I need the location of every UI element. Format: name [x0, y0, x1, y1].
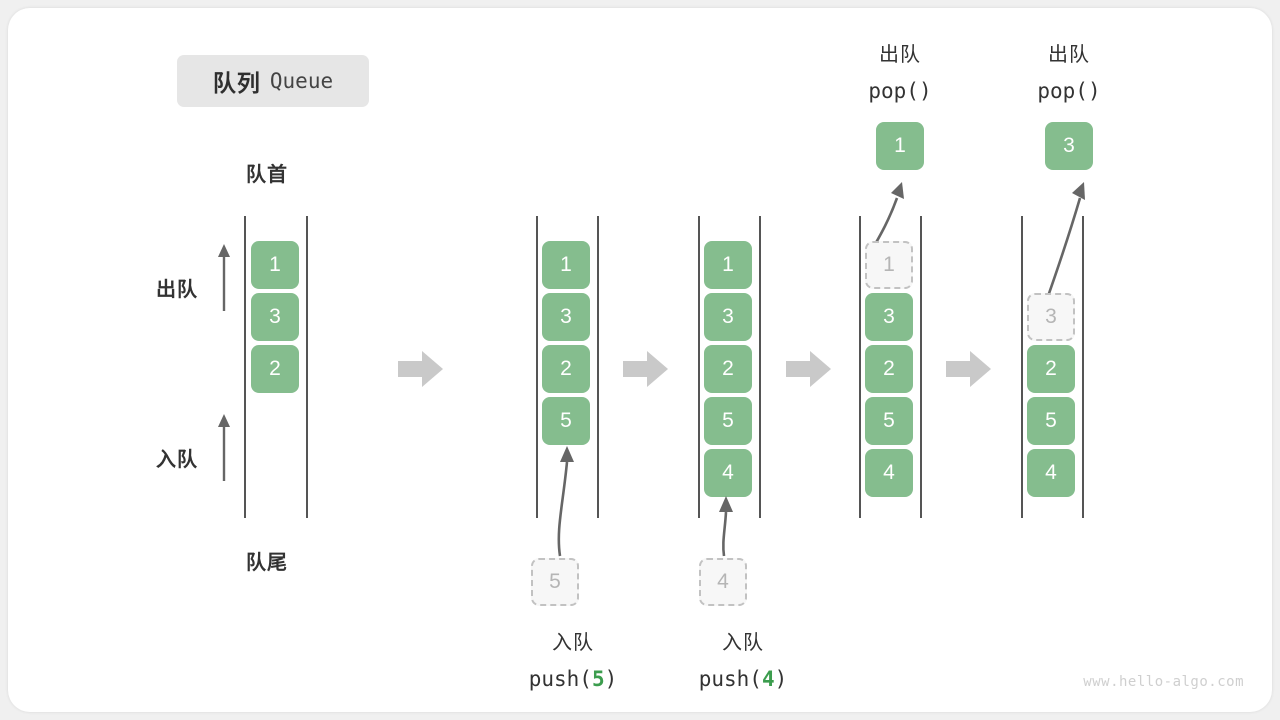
queue-cell: 4	[1027, 449, 1075, 497]
queue-rail-left-3	[698, 216, 700, 518]
queue-head-label: 队首	[246, 164, 288, 186]
enqueue-direction-arrow-icon	[218, 414, 230, 481]
queue-cell: 1	[704, 241, 752, 289]
flow-arrow-icon	[786, 351, 831, 387]
flow-arrow-icon	[946, 351, 991, 387]
queue-cell: 1	[542, 241, 590, 289]
queue-cell: 2	[865, 345, 913, 393]
push-5-label-cn: 入队	[552, 632, 594, 654]
pop-3-label: 出队 pop()	[989, 38, 1149, 109]
queue-rail-left-2	[536, 216, 538, 518]
dequeue-direction-arrow-icon	[218, 244, 230, 311]
push-4-label-code: push(4)	[698, 667, 788, 691]
queue-rail-right-3	[759, 216, 761, 518]
queue-cell: 1	[251, 241, 299, 289]
queue-cell: 2	[251, 345, 299, 393]
popped-cell: 1	[876, 122, 924, 170]
push-4-label-cn: 入队	[722, 632, 764, 654]
queue-rail-left-5	[1021, 216, 1023, 518]
queue-rail-right-1	[306, 216, 308, 518]
flow-arrow-icon	[623, 351, 668, 387]
queue-cell: 3	[865, 293, 913, 341]
queue-tail-label: 队尾	[246, 552, 288, 574]
queue-rail-right-2	[597, 216, 599, 518]
dequeue-direction-label: 出队	[156, 279, 198, 301]
queue-ghost-cell: 1	[865, 241, 913, 289]
push-4-label: 入队 push(4)	[663, 626, 823, 697]
queue-ghost-cell: 3	[1027, 293, 1075, 341]
pop-3-label-cn: 出队	[1048, 44, 1090, 66]
pop-1-label-code: pop()	[868, 79, 932, 103]
queue-cell: 3	[542, 293, 590, 341]
title-en: Queue	[269, 69, 334, 93]
queue-cell: 5	[704, 397, 752, 445]
push-curve-arrow-icon	[719, 496, 733, 557]
queue-cell: 5	[1027, 397, 1075, 445]
queue-cell: 4	[865, 449, 913, 497]
diagram-card: 队列 Queue 队首 队尾 出队 入队 1 3 2 1 3 2 5 5 入队 …	[8, 8, 1272, 712]
queue-cell-new: 5	[542, 397, 590, 445]
queue-cell: 3	[251, 293, 299, 341]
title-badge: 队列 Queue	[177, 55, 369, 107]
queue-ghost-cell: 4	[699, 558, 747, 606]
enqueue-direction-label: 入队	[156, 449, 198, 471]
queue-cell: 5	[865, 397, 913, 445]
queue-cell-new: 4	[704, 449, 752, 497]
queue-rail-right-4	[920, 216, 922, 518]
queue-ghost-cell: 5	[531, 558, 579, 606]
push-curve-arrow-icon	[557, 446, 574, 557]
flow-arrow-icon	[398, 351, 443, 387]
queue-rail-right-5	[1082, 216, 1084, 518]
pop-3-label-code: pop()	[1037, 79, 1101, 103]
queue-cell: 2	[1027, 345, 1075, 393]
queue-rail-left-4	[859, 216, 861, 518]
queue-cell: 3	[704, 293, 752, 341]
popped-cell: 3	[1045, 122, 1093, 170]
pop-curve-arrow-icon	[1044, 182, 1085, 303]
queue-rail-left-1	[244, 216, 246, 518]
pop-1-label: 出队 pop()	[820, 38, 980, 109]
push-5-label-code: push(5)	[528, 667, 618, 691]
title-cn: 队列	[212, 70, 261, 96]
push-5-label: 入队 push(5)	[493, 626, 653, 697]
queue-cell: 2	[542, 345, 590, 393]
watermark: www.hello-algo.com	[1083, 674, 1244, 690]
pop-1-label-cn: 出队	[879, 44, 921, 66]
queue-cell: 2	[704, 345, 752, 393]
